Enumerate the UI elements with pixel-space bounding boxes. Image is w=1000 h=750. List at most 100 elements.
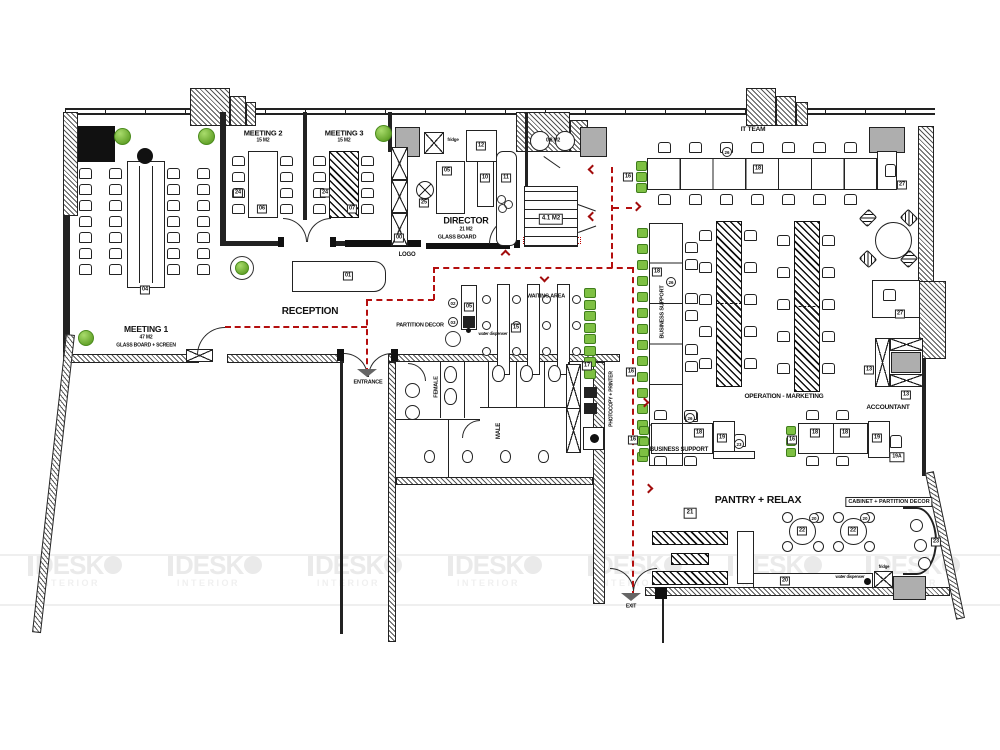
chair (361, 204, 374, 214)
chair (744, 326, 757, 337)
chair (79, 248, 92, 259)
stool (914, 539, 927, 552)
green-chair (637, 228, 648, 238)
chair (885, 164, 896, 177)
chair (79, 264, 92, 275)
chair (744, 230, 757, 241)
chair (822, 235, 835, 246)
label-fridge: fridge (447, 136, 459, 142)
watermark-bar-icon (168, 554, 173, 576)
stool (782, 541, 793, 552)
chair (844, 142, 857, 153)
chair (167, 248, 180, 259)
chair (883, 289, 896, 301)
waiting-table (557, 284, 570, 375)
green-chair (584, 345, 596, 356)
tree (114, 128, 131, 145)
chair (313, 172, 326, 182)
water-dispenser-dot (466, 328, 471, 333)
chair (197, 232, 210, 243)
path-arrow-right (643, 483, 654, 494)
chair (109, 168, 122, 179)
stool (833, 512, 844, 523)
tag: 19 (871, 433, 883, 443)
tag: 19 (716, 433, 728, 443)
chair (232, 156, 245, 166)
door-jamb (337, 349, 344, 361)
waiting-table (497, 284, 510, 375)
stool (910, 519, 923, 532)
stool (864, 541, 875, 552)
chair (822, 299, 835, 310)
circulation-path (611, 167, 613, 268)
label-photocopy: PHOTOCOPY + PRINTER (608, 371, 615, 427)
watermark-bar-icon (308, 554, 313, 576)
chair (822, 267, 835, 278)
store-shelves (524, 186, 578, 247)
label-partition-decor: PARTITION DECOR (396, 322, 444, 329)
circle-tag: 26 (722, 147, 732, 157)
exit-arrow (621, 593, 641, 601)
circle-tag: 20 (809, 513, 819, 523)
wall-terrace-east (340, 361, 343, 634)
wc-fixture (530, 131, 550, 151)
green-chair (786, 448, 796, 457)
watermark-circle-icon (104, 556, 123, 574)
stool (542, 295, 551, 304)
tag: 01 (342, 271, 354, 281)
it-desk-row (647, 158, 877, 190)
cabinet-13-x (890, 338, 923, 351)
tag: 27 (896, 180, 908, 190)
chair (822, 363, 835, 374)
tag: 15 (510, 323, 522, 333)
tag: 06 (256, 204, 268, 214)
table-line (152, 166, 154, 283)
stool (572, 295, 581, 304)
label-it-team: IT TEAM (740, 125, 766, 133)
chair (313, 204, 326, 214)
desk-return (713, 451, 755, 459)
label-exit: EXIT (625, 603, 637, 610)
tag: 16 (625, 367, 637, 377)
chair (822, 331, 835, 342)
floor-box (186, 349, 213, 362)
band-line (0, 604, 1000, 606)
door-leaf (577, 204, 596, 212)
door-leaf (578, 225, 597, 234)
band-line (0, 554, 1000, 556)
wall (525, 112, 528, 245)
chair (782, 194, 795, 205)
table-split (794, 306, 820, 307)
chair (79, 232, 92, 243)
wall (303, 112, 307, 220)
chair (197, 248, 210, 259)
label-water-dispenser: water dispenser (478, 330, 508, 336)
chair (777, 363, 790, 374)
chair (197, 264, 210, 275)
green-chair (786, 426, 796, 435)
circulation-path (433, 267, 435, 300)
tag: 04 (139, 285, 151, 295)
chair (744, 294, 757, 305)
stool (918, 557, 931, 570)
chair (777, 235, 790, 246)
green-chair (637, 340, 648, 350)
wall-left (63, 216, 70, 357)
wall-wc-south (396, 477, 593, 485)
stool (542, 347, 551, 356)
table-line (139, 166, 141, 283)
circulation-path (433, 267, 633, 269)
green-chair (637, 388, 648, 398)
stool (482, 295, 491, 304)
chair (313, 156, 326, 166)
stool (572, 321, 581, 330)
pantry-bench (652, 571, 728, 585)
label-entrance: ENTRANCE (353, 379, 383, 386)
chair (167, 216, 180, 227)
chair (744, 262, 757, 273)
label-business-support-2: BUSINESS SUPPORT (649, 447, 709, 453)
chair (167, 232, 180, 243)
green-chair (584, 322, 596, 333)
green-chair (637, 260, 648, 270)
